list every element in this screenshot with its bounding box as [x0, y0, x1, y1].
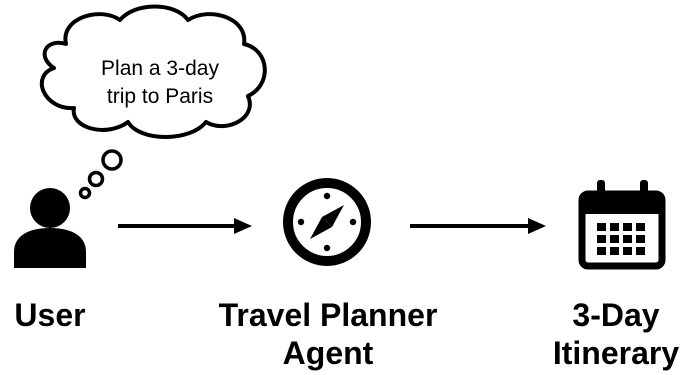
- thought-text-line-1: Plan a 3-day: [101, 57, 219, 80]
- thought-cloud-shape: [40, 4, 267, 139]
- itinerary-label-line-2: Itinerary: [552, 335, 680, 371]
- user-icon: [14, 188, 86, 268]
- calendar-icon: [578, 180, 666, 270]
- user-label: User: [2, 296, 98, 334]
- thought-trail-circle-medium: [87, 170, 105, 188]
- itinerary-label: 3-Day Itinerary: [540, 296, 692, 372]
- thought-trail-circle-large: [101, 149, 123, 171]
- thought-bubble: Plan a 3-day trip to Paris: [40, 4, 267, 139]
- user-label-line-1: User: [14, 297, 86, 333]
- thought-trail-circle-small: [78, 186, 92, 200]
- compass-icon: [283, 178, 371, 266]
- arrow-agent-to-itinerary: [410, 218, 546, 234]
- agent-label-line-2: Agent: [282, 335, 374, 371]
- arrow-user-to-agent: [118, 218, 252, 234]
- itinerary-label-line-1: 3-Day: [572, 297, 660, 333]
- agent-label-line-1: Travel Planner: [218, 297, 438, 333]
- agent-label: Travel Planner Agent: [198, 296, 458, 372]
- thought-trail: [78, 149, 123, 200]
- thought-text-line-2: trip to Paris: [107, 85, 213, 108]
